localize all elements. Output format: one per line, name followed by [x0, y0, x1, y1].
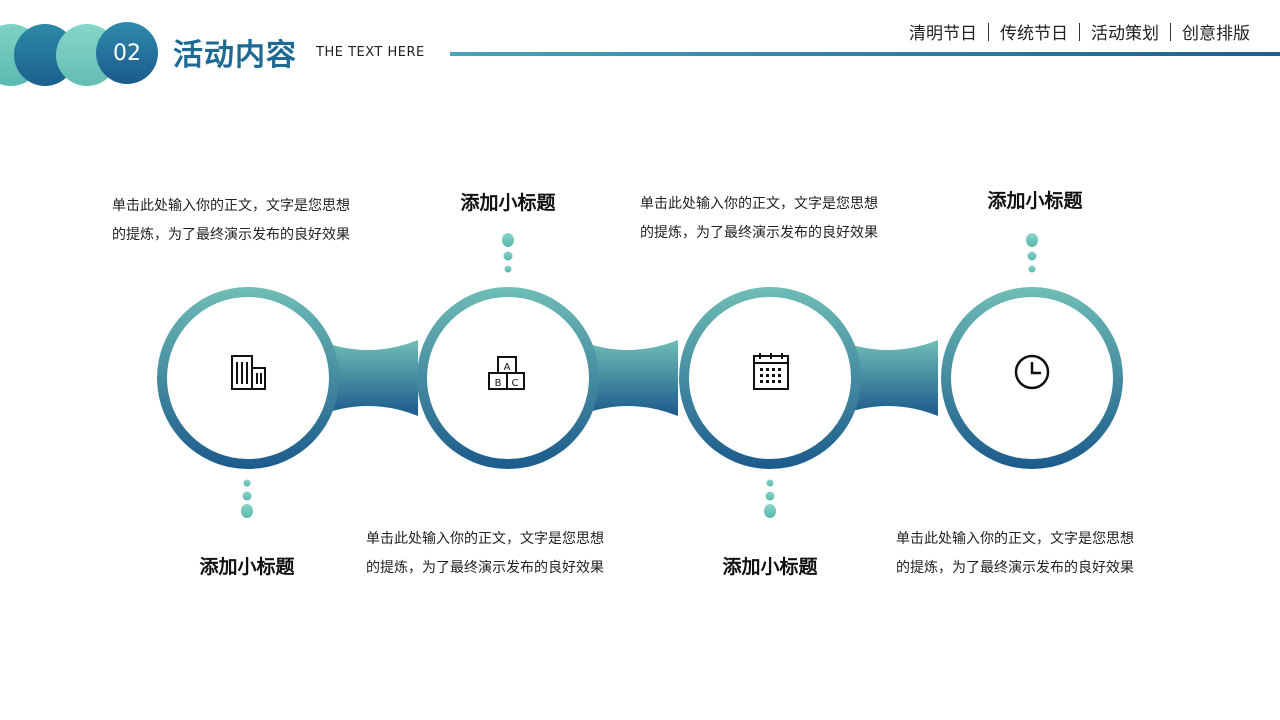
- page-subtitle: THE TEXT HERE: [316, 45, 425, 60]
- step-4-subtitle: 添加小标题: [987, 190, 1083, 212]
- step-2-body: 单击此处输入你的正文，文字是您思想 的提炼，为了最终演示发布的良好效果: [366, 525, 656, 583]
- svg-text:B: B: [495, 378, 502, 389]
- dot-trail-top-4: [1026, 233, 1038, 273]
- nav-item-qingming[interactable]: 清明节日: [909, 24, 977, 44]
- nav-separator: [1079, 22, 1080, 41]
- building-icon: [231, 355, 266, 390]
- step-1-body-line-2: 的提炼，为了最终演示发布的良好效果: [112, 227, 350, 243]
- step-1-subtitle: 添加小标题: [199, 556, 295, 578]
- step-3-subtitle: 添加小标题: [722, 556, 818, 578]
- nav-item-planning[interactable]: 活动策划: [1091, 24, 1159, 44]
- nav-item-layout[interactable]: 创意排版: [1182, 24, 1250, 44]
- step-2-body-line-1: 单击此处输入你的正文，文字是您思想: [366, 531, 604, 547]
- nav-separator: [988, 22, 989, 41]
- step-1-body-line-1: 单击此处输入你的正文，文字是您思想: [112, 198, 350, 214]
- step-3-body: 单击此处输入你的正文，文字是您思想 的提炼，为了最终演示发布的良好效果: [640, 190, 930, 248]
- header-nav: 清明节日 传统节日 活动策划 创意排版: [909, 19, 1250, 44]
- nav-item-traditional[interactable]: 传统节日: [1000, 24, 1068, 44]
- dot-trail-bottom-3: [764, 479, 776, 518]
- section-number-badge: 02: [96, 22, 158, 84]
- step-3-body-line-1: 单击此处输入你的正文，文字是您思想: [640, 196, 878, 212]
- dot-trail-bottom-1: [241, 479, 253, 518]
- section-number: 02: [113, 40, 141, 66]
- nav-separator: [1170, 22, 1171, 41]
- step-4-body-line-2: 的提炼，为了最终演示发布的良好效果: [896, 560, 1134, 576]
- page-title: 活动内容: [173, 38, 297, 73]
- step-3-body-line-2: 的提炼，为了最终演示发布的良好效果: [640, 225, 878, 241]
- svg-text:C: C: [512, 378, 519, 389]
- step-4-body-line-1: 单击此处输入你的正文，文字是您思想: [896, 531, 1134, 547]
- step-1-body: 单击此处输入你的正文，文字是您思想 的提炼，为了最终演示发布的良好效果: [112, 192, 402, 250]
- svg-text:A: A: [504, 362, 511, 373]
- step-2-body-line-2: 的提炼，为了最终演示发布的良好效果: [366, 560, 604, 576]
- abc-blocks-icon: A B C: [488, 356, 525, 390]
- step-4-body: 单击此处输入你的正文，文字是您思想 的提炼，为了最终演示发布的良好效果: [896, 525, 1186, 583]
- calendar-icon: [753, 353, 789, 390]
- dot-trail-top-2: [502, 233, 514, 273]
- chain-connectors: [318, 340, 938, 416]
- header-divider: [450, 52, 1280, 56]
- clock-icon: [1014, 354, 1050, 390]
- step-2-subtitle: 添加小标题: [460, 192, 556, 214]
